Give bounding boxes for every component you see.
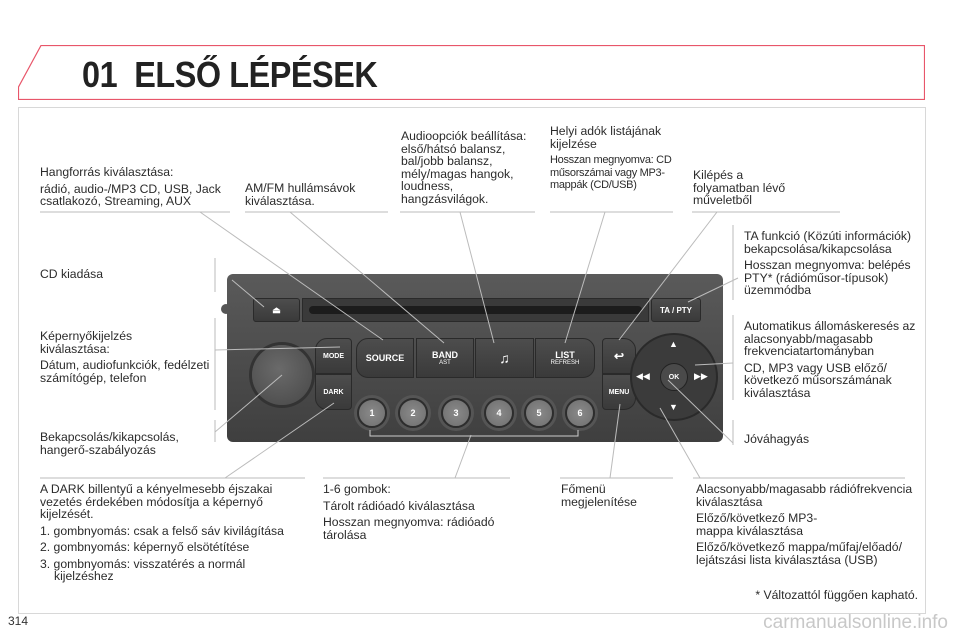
back-label: Kilépés a folyamatban lévő műveletből <box>693 168 786 207</box>
preset-button-3[interactable]: 3 <box>441 398 471 428</box>
audio-button[interactable]: ♫ <box>475 338 534 378</box>
content-frame <box>18 107 926 614</box>
music-note-icon: ♫ <box>499 350 510 366</box>
eject-icon: ⏏ <box>272 304 281 315</box>
ta-label: TA funkció (Közúti információk) bekapcso… <box>744 229 912 297</box>
preset-button-1[interactable]: 1 <box>357 398 387 428</box>
preset-button-6[interactable]: 6 <box>565 398 595 428</box>
ok-button[interactable]: OK <box>660 363 688 391</box>
band-label-text: AM/FM hullámsávok kiválasztása. <box>245 181 356 208</box>
up-arrow-icon[interactable]: ▲ <box>669 339 678 349</box>
source-label: Hangforrás kiválasztása:rádió, audio-/MP… <box>40 165 221 208</box>
dark-button[interactable]: DARK <box>315 374 352 410</box>
eject-label: CD kiadása <box>40 267 103 281</box>
cd-slot <box>302 298 649 322</box>
eject-button[interactable]: ⏏ <box>253 298 300 322</box>
fast-forward-icon[interactable]: ▶▶ <box>694 371 708 381</box>
screw <box>221 304 231 314</box>
power-label: Bekapcsolás/kikapcsolás, hangerő-szabály… <box>40 430 179 457</box>
watermark: carmanualsonline.info <box>763 612 948 633</box>
footnote: * Változattól függően kapható. <box>755 588 918 602</box>
up-down-label: Alacsonyabb/magasabb rádiófrekvencia kiv… <box>696 482 913 567</box>
ok-label: Jóváhagyás <box>744 432 810 446</box>
page-title: 01 ELSŐ LÉPÉSEK <box>82 54 378 95</box>
back-arrow-icon: ↩ <box>613 349 625 363</box>
audio-label: Audioopciók beállítása: első/hátsó balan… <box>401 129 527 206</box>
ast-label: AST <box>439 360 451 366</box>
ta-pty-button[interactable]: TA / PTY <box>651 298 701 322</box>
down-arrow-icon[interactable]: ▼ <box>669 402 678 412</box>
list-label: LIST <box>555 350 575 360</box>
band-label: BAND <box>432 350 458 360</box>
preset-button-2[interactable]: 2 <box>398 398 428 428</box>
preset-button-4[interactable]: 4 <box>484 398 514 428</box>
preset-button-5[interactable]: 5 <box>524 398 554 428</box>
source-button[interactable]: SOURCE <box>356 338 414 378</box>
menu-label: Főmenü megjelenítése <box>561 482 637 509</box>
page-number: 314 <box>8 614 29 628</box>
mode-label: Képernyőkijelzés kiválasztása:Dátum, aud… <box>40 329 210 385</box>
mode-button[interactable]: MODE <box>315 338 352 374</box>
nav-ring[interactable]: ▲ ▼ ◀◀ ▶▶ OK <box>630 333 718 421</box>
header-frame <box>18 45 925 100</box>
rewind-icon[interactable]: ◀◀ <box>636 371 650 381</box>
refresh-label: REFRESH <box>550 360 580 366</box>
dark-label: A DARK billentyű a kényelmesebb éjszakai… <box>40 482 284 583</box>
auto-seek-label: Automatikus állomáskeresés az alacsonyab… <box>744 319 916 400</box>
